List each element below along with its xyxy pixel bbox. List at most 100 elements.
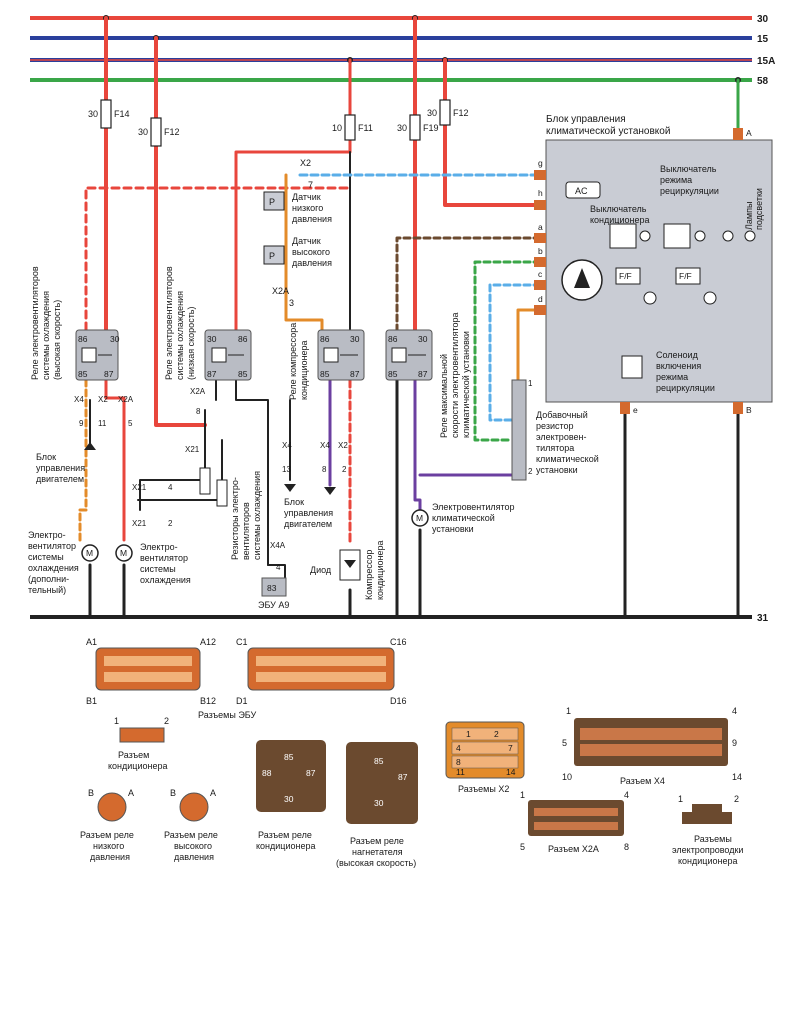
x2-cell-14: 14 bbox=[506, 767, 516, 777]
x2-cell-1: 1 bbox=[466, 729, 471, 739]
wire-relay1-87 bbox=[104, 378, 126, 542]
socket-pin-30: 30 bbox=[374, 798, 384, 808]
x2a-p8: 8 bbox=[624, 842, 629, 852]
ecu-connector-cd bbox=[247, 647, 395, 691]
x4-p9: 9 bbox=[732, 738, 737, 748]
x2-pin-11: 11 bbox=[98, 419, 107, 428]
ecu-ab-tr: A12 bbox=[200, 637, 216, 647]
connector-pinouts: A1 A12 B1 B12 C1 C16 D1 D16 Разъемы ЭБУ … bbox=[80, 637, 746, 868]
wire-relay4-87 bbox=[413, 378, 422, 514]
diode-label: Диод bbox=[310, 565, 332, 575]
ac-conn-p2: 2 bbox=[164, 716, 169, 726]
control-unit-title: Блок управления климатической установкой bbox=[546, 114, 670, 137]
fan-resistor-1 bbox=[199, 467, 211, 495]
socket-pin-88: 88 bbox=[262, 768, 272, 778]
ac-wiring-connector bbox=[682, 804, 732, 824]
x2-cell-8: 8 bbox=[456, 757, 461, 767]
relay-pin-30: 30 bbox=[207, 334, 217, 344]
bus-15-label: 15 bbox=[757, 34, 769, 45]
blower-switch-pointer bbox=[574, 268, 590, 288]
x21-label-1: X21 bbox=[132, 483, 147, 492]
backlight-lamp-2 bbox=[744, 230, 756, 242]
x2a-label-mid: X2A bbox=[190, 387, 206, 396]
high-sensor-symbol: P bbox=[269, 251, 275, 261]
relay-pin-87: 87 bbox=[418, 369, 428, 379]
bus-58-label: 58 bbox=[757, 76, 769, 87]
ac-switch-lamp bbox=[639, 230, 651, 242]
x4-p10: 10 bbox=[562, 772, 572, 782]
fan-main-motor bbox=[115, 544, 133, 562]
recirc-solenoid bbox=[621, 355, 643, 379]
relay-pin-86: 86 bbox=[238, 334, 248, 344]
x4-pin-8: 8 bbox=[322, 465, 327, 474]
fuse-f19: 30 F19 bbox=[397, 114, 439, 141]
blower-motor-symbol: M bbox=[416, 513, 423, 523]
unit-pin-g: g bbox=[538, 158, 543, 168]
x4-label-c: X4 bbox=[320, 441, 330, 450]
wire-relay1-out bbox=[78, 378, 88, 542]
low-sensor-label: Датчик низкого давления bbox=[292, 192, 332, 224]
ecu-ab-bl: B1 bbox=[86, 696, 97, 706]
ecu-a9-pin: 83 bbox=[267, 583, 277, 593]
unit-pins bbox=[534, 128, 743, 414]
wire-a bbox=[395, 236, 542, 332]
relay-1: 86 30 85 87 bbox=[75, 329, 120, 381]
ac-conn-caption: Разъем кондиционера bbox=[108, 750, 167, 771]
relay4-caption: Реле максимальной скорости электровентил… bbox=[439, 310, 471, 438]
fan-resistor-2 bbox=[216, 479, 228, 507]
fan-main-symbol: M bbox=[120, 548, 127, 558]
relay-pin-86: 86 bbox=[78, 334, 88, 344]
ecu-label-2: Блок управления двигателем bbox=[284, 497, 336, 529]
relay2-caption: Реле электровентиляторов системы охлажде… bbox=[164, 264, 196, 380]
x2a-caption: Разъем X2A bbox=[548, 844, 599, 854]
high-pressure-sensor bbox=[263, 245, 285, 265]
add-resistor bbox=[511, 379, 527, 481]
x2-cell-4: 4 bbox=[456, 743, 461, 753]
relay1-caption: Реле электровентиляторов системы охлажде… bbox=[30, 264, 62, 380]
x4a-pin-4: 4 bbox=[276, 563, 281, 572]
relay-pin-85: 85 bbox=[388, 369, 398, 379]
socket-pin-30: 30 bbox=[284, 794, 294, 804]
pressure-sensors: X2 7 P Датчик низкого давления P Датчик … bbox=[263, 158, 332, 308]
low-relay-a: A bbox=[128, 788, 134, 798]
x2a-pin-8: 8 bbox=[196, 407, 201, 416]
relay-4: 86 30 85 87 bbox=[385, 329, 433, 381]
wire-c bbox=[488, 283, 542, 422]
relay-pin-30: 30 bbox=[350, 334, 360, 344]
ff-label-1: F/F bbox=[619, 271, 632, 281]
ff-block-1 bbox=[615, 267, 641, 285]
diode-symbol bbox=[344, 560, 356, 568]
x4-p14: 14 bbox=[732, 772, 742, 782]
ecu-cd-tr: C16 bbox=[390, 637, 407, 647]
ac-connector bbox=[119, 727, 165, 743]
solenoid-label: Соленоид включения режима рециркуляции bbox=[656, 350, 715, 393]
unit-pin-d: d bbox=[538, 294, 543, 304]
fan-extra-symbol: M bbox=[86, 548, 93, 558]
x2-cell-11: 11 bbox=[456, 767, 465, 777]
low-relay-connector bbox=[97, 792, 127, 822]
socket-pin-87: 87 bbox=[306, 768, 316, 778]
ac-wiring-caption: Разъемы электропроводки кондиционера bbox=[672, 834, 746, 866]
ecu-cd-bl: D1 bbox=[236, 696, 248, 706]
x2a-label: X2A bbox=[118, 395, 134, 404]
blower-relay-socket-caption: Разъем реле нагнетателя (высокая скорост… bbox=[336, 836, 416, 868]
blower-circuit: Добавочный резистор электровен- тилятора… bbox=[411, 379, 601, 534]
blower-relay-socket: 85 87 30 bbox=[346, 742, 418, 824]
low-sensor-symbol: P bbox=[269, 197, 275, 207]
x4-label: X4 bbox=[74, 395, 84, 404]
arrow-ecu-3 bbox=[324, 487, 336, 495]
x4-p1: 1 bbox=[566, 706, 571, 716]
ac-button bbox=[565, 181, 601, 199]
fuse-f19-amp: 30 bbox=[397, 123, 407, 133]
unit-pin-a: a bbox=[538, 222, 543, 232]
x2a-connector bbox=[528, 800, 624, 836]
x4-pin-9: 9 bbox=[79, 419, 84, 428]
add-resistor-label: Добавочный резистор электровен- тилятора… bbox=[536, 410, 601, 475]
ecu-connector-ab bbox=[95, 647, 201, 691]
wire-f12b bbox=[443, 58, 542, 207]
high-relay-b: B bbox=[170, 788, 176, 798]
fuse-f12b-id: F12 bbox=[453, 108, 469, 118]
ecu-ab-br: B12 bbox=[200, 696, 216, 706]
ecu-cd-tl: C1 bbox=[236, 637, 248, 647]
